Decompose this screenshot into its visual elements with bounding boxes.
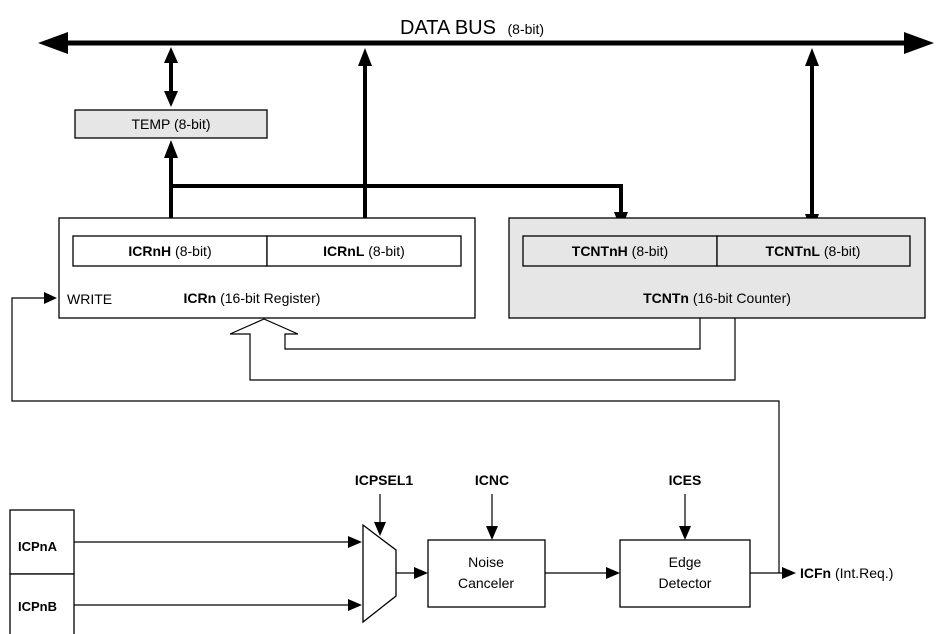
icfn-label: ICFn (Int.Req.) <box>800 565 893 581</box>
write-arrow-icon <box>44 292 57 304</box>
write-feedback-line <box>11 297 780 573</box>
mux-to-noise-arrow-icon <box>414 567 428 579</box>
icrnl-label: ICRnL (8-bit) <box>323 243 405 259</box>
bus-temp-link <box>164 47 178 107</box>
icpna-arrow-icon <box>348 536 362 548</box>
icrl-bus-link <box>358 48 372 236</box>
edge-line2: Detector <box>659 575 712 591</box>
icpnb-arrow-icon <box>348 599 362 611</box>
data-bus <box>38 32 934 54</box>
ices-label: ICES <box>669 472 702 488</box>
icpnb-pin <box>9 573 75 634</box>
edge-detector <box>619 539 751 608</box>
tcntnh-register <box>522 235 718 267</box>
noise-line2: Canceler <box>458 575 514 591</box>
bus-left-arrow-icon <box>38 32 68 54</box>
tcntn-counter <box>508 217 926 319</box>
bus-width: (8-bit) <box>508 21 545 37</box>
tcntnl-label: TCNTnL (8-bit) <box>766 243 861 259</box>
icrn-label: ICRn (16-bit Register) <box>184 290 321 306</box>
temp-label: TEMP (8-bit) <box>131 116 210 132</box>
icrn-register <box>58 217 476 319</box>
tcntnl-register <box>716 235 911 267</box>
tcnt-to-icr-arrow-icon <box>229 318 736 381</box>
icrnl-register <box>266 235 462 267</box>
ices-arrow-icon <box>679 526 691 540</box>
write-label: WRITE <box>67 291 112 307</box>
bus-title: DATA BUS (8-bit) <box>400 17 544 39</box>
tcntnh-label: TCNTnH (8-bit) <box>572 243 668 259</box>
icpna-label: ICPnA <box>18 539 58 554</box>
icpsel1-arrow-icon <box>374 522 386 536</box>
noise-to-edge-arrow-icon <box>606 567 620 579</box>
icpsel-mux <box>362 523 397 624</box>
noise-canceler <box>427 539 546 608</box>
tcntl-bus-link <box>805 48 819 232</box>
bus-right-arrow-icon <box>904 32 934 54</box>
icpnb-label: ICPnB <box>18 599 57 614</box>
icpsel1-label: ICPSEL1 <box>355 472 414 488</box>
icnc-label: ICNC <box>475 472 509 488</box>
temp-register <box>74 109 268 139</box>
icfn-arrow-icon <box>782 567 796 579</box>
icrnh-label: ICRnH (8-bit) <box>128 243 211 259</box>
edge-line1: Edge <box>669 554 702 570</box>
noise-line1: Noise <box>468 554 504 570</box>
icnc-arrow-icon <box>486 526 498 540</box>
tcntn-label: TCNTn (16-bit Counter) <box>643 290 791 306</box>
